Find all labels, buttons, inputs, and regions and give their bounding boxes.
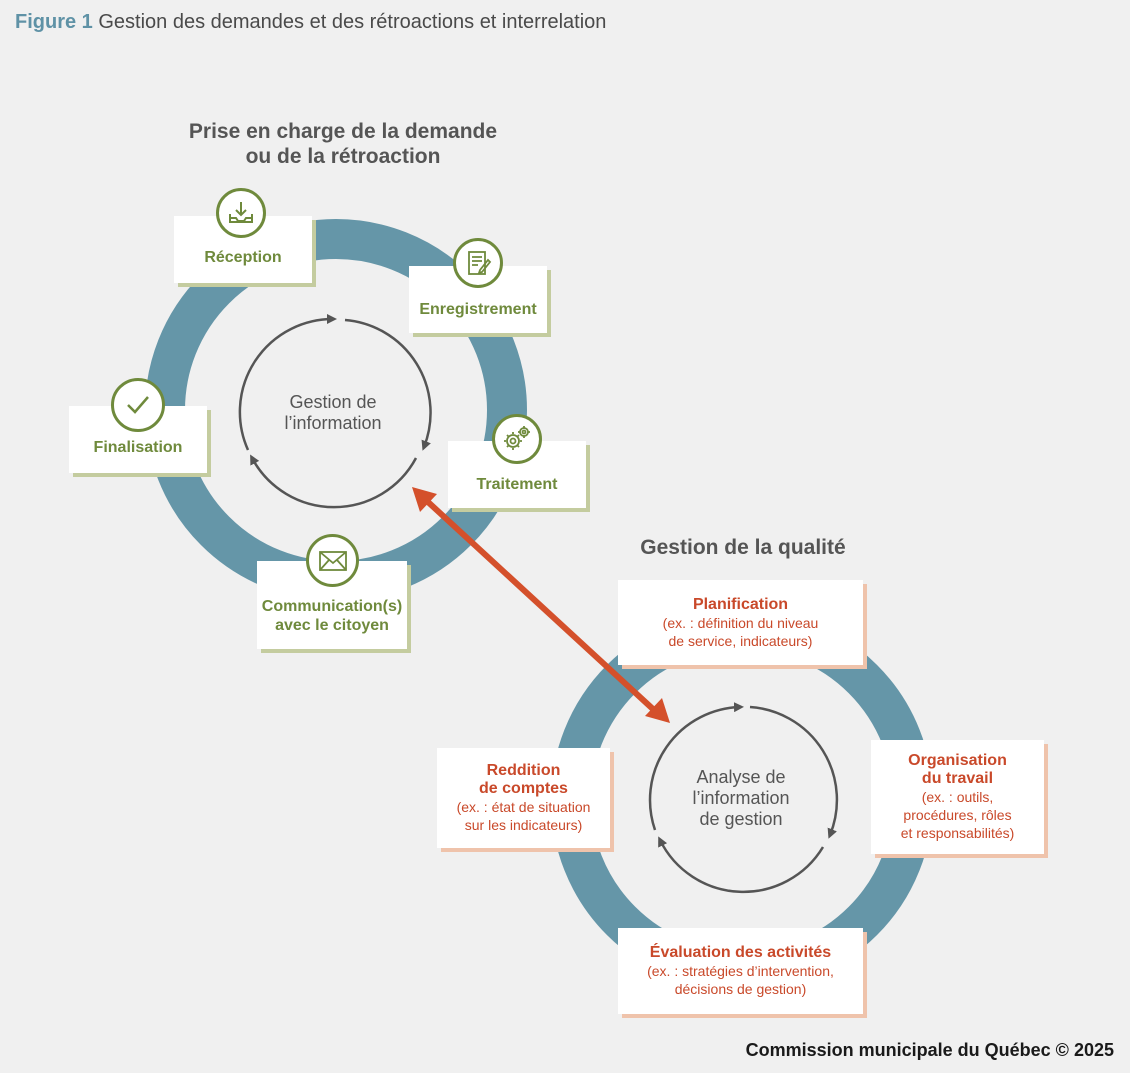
quality-cycle-heading: Gestion de la qualité — [640, 536, 846, 559]
step-planning-title: Planification — [692, 595, 789, 613]
step-accountability-title-line1: Reddition — [486, 762, 561, 779]
copyright-footer: Commission municipale du Québec © 2025 — [745, 1040, 1114, 1060]
step-finalization-label: Finalisation — [93, 439, 183, 456]
checkmark-icon — [111, 378, 165, 432]
step-communication-label-line2: avec le citoyen — [275, 617, 389, 634]
figure-title-text: Gestion des demandes et des rétroactions… — [98, 11, 607, 33]
step-activity-evaluation: Évaluation des activités (ex. : stratégi… — [618, 928, 863, 1014]
center2-line3: de gestion — [699, 809, 783, 829]
information-management-label: Gestion de l’information — [256, 392, 410, 434]
step-work-organization-detail-line1: (ex. : outils, — [921, 789, 994, 805]
step-reception-label: Réception — [204, 249, 282, 266]
step-communication-label-line1: Communication(s) — [261, 598, 403, 615]
step-planning-detail-line1: (ex. : définition du niveau — [662, 614, 819, 631]
step-planning-detail-line2: de service, indicateurs) — [668, 632, 813, 649]
step-planning: Planification (ex. : définition du nivea… — [618, 580, 863, 665]
figure-title: Figure 1 Gestion des demandes et des rét… — [15, 11, 606, 34]
request-heading-line1: Prise en charge de la demande — [188, 120, 498, 143]
step-processing-label: Traitement — [476, 476, 558, 493]
step-accountability: Reddition de comptes (ex. : état de situ… — [437, 748, 610, 848]
interrelation-arrow — [412, 487, 670, 723]
management-cycle-arrows — [648, 702, 839, 894]
inbox-download-icon — [216, 188, 266, 238]
step-accountability-detail-line1: (ex. : état de situation — [456, 799, 591, 815]
management-analysis-label: Analyse de l’information de gestion — [661, 767, 821, 830]
step-work-organization-detail-line3: et responsabilités) — [900, 825, 1015, 841]
information-cycle-arrows — [238, 313, 432, 509]
center2-line1: Analyse de — [696, 767, 786, 787]
center1-line2: l’information — [284, 413, 382, 433]
step-activity-evaluation-title: Évaluation des activités — [649, 944, 832, 961]
gears-icon — [492, 414, 542, 464]
request-cycle-heading: Prise en charge de la demande ou de la r… — [163, 119, 523, 169]
step-accountability-title-line2: de comptes — [479, 780, 568, 797]
envelope-icon — [306, 534, 359, 587]
step-work-organization-detail-line2: procédures, rôles — [903, 807, 1012, 823]
step-work-organization: Organisation du travail (ex. : outils, p… — [871, 740, 1044, 854]
step-accountability-detail-line2: sur les indicateurs) — [464, 817, 583, 833]
figure-number: Figure 1 — [15, 11, 93, 33]
step-activity-evaluation-detail-line1: (ex. : stratégies d’intervention, — [647, 963, 834, 979]
request-heading-line2: ou de la rétroaction — [245, 145, 441, 168]
document-pencil-icon — [453, 238, 503, 288]
step-activity-evaluation-detail-line2: décisions de gestion) — [674, 981, 807, 997]
step-work-organization-title-line2: du travail — [921, 770, 994, 787]
center1-line1: Gestion de — [289, 392, 377, 412]
center2-line2: l’information — [692, 788, 790, 808]
step-registration-label: Enregistrement — [419, 301, 537, 318]
step-work-organization-title-line1: Organisation — [908, 752, 1007, 769]
